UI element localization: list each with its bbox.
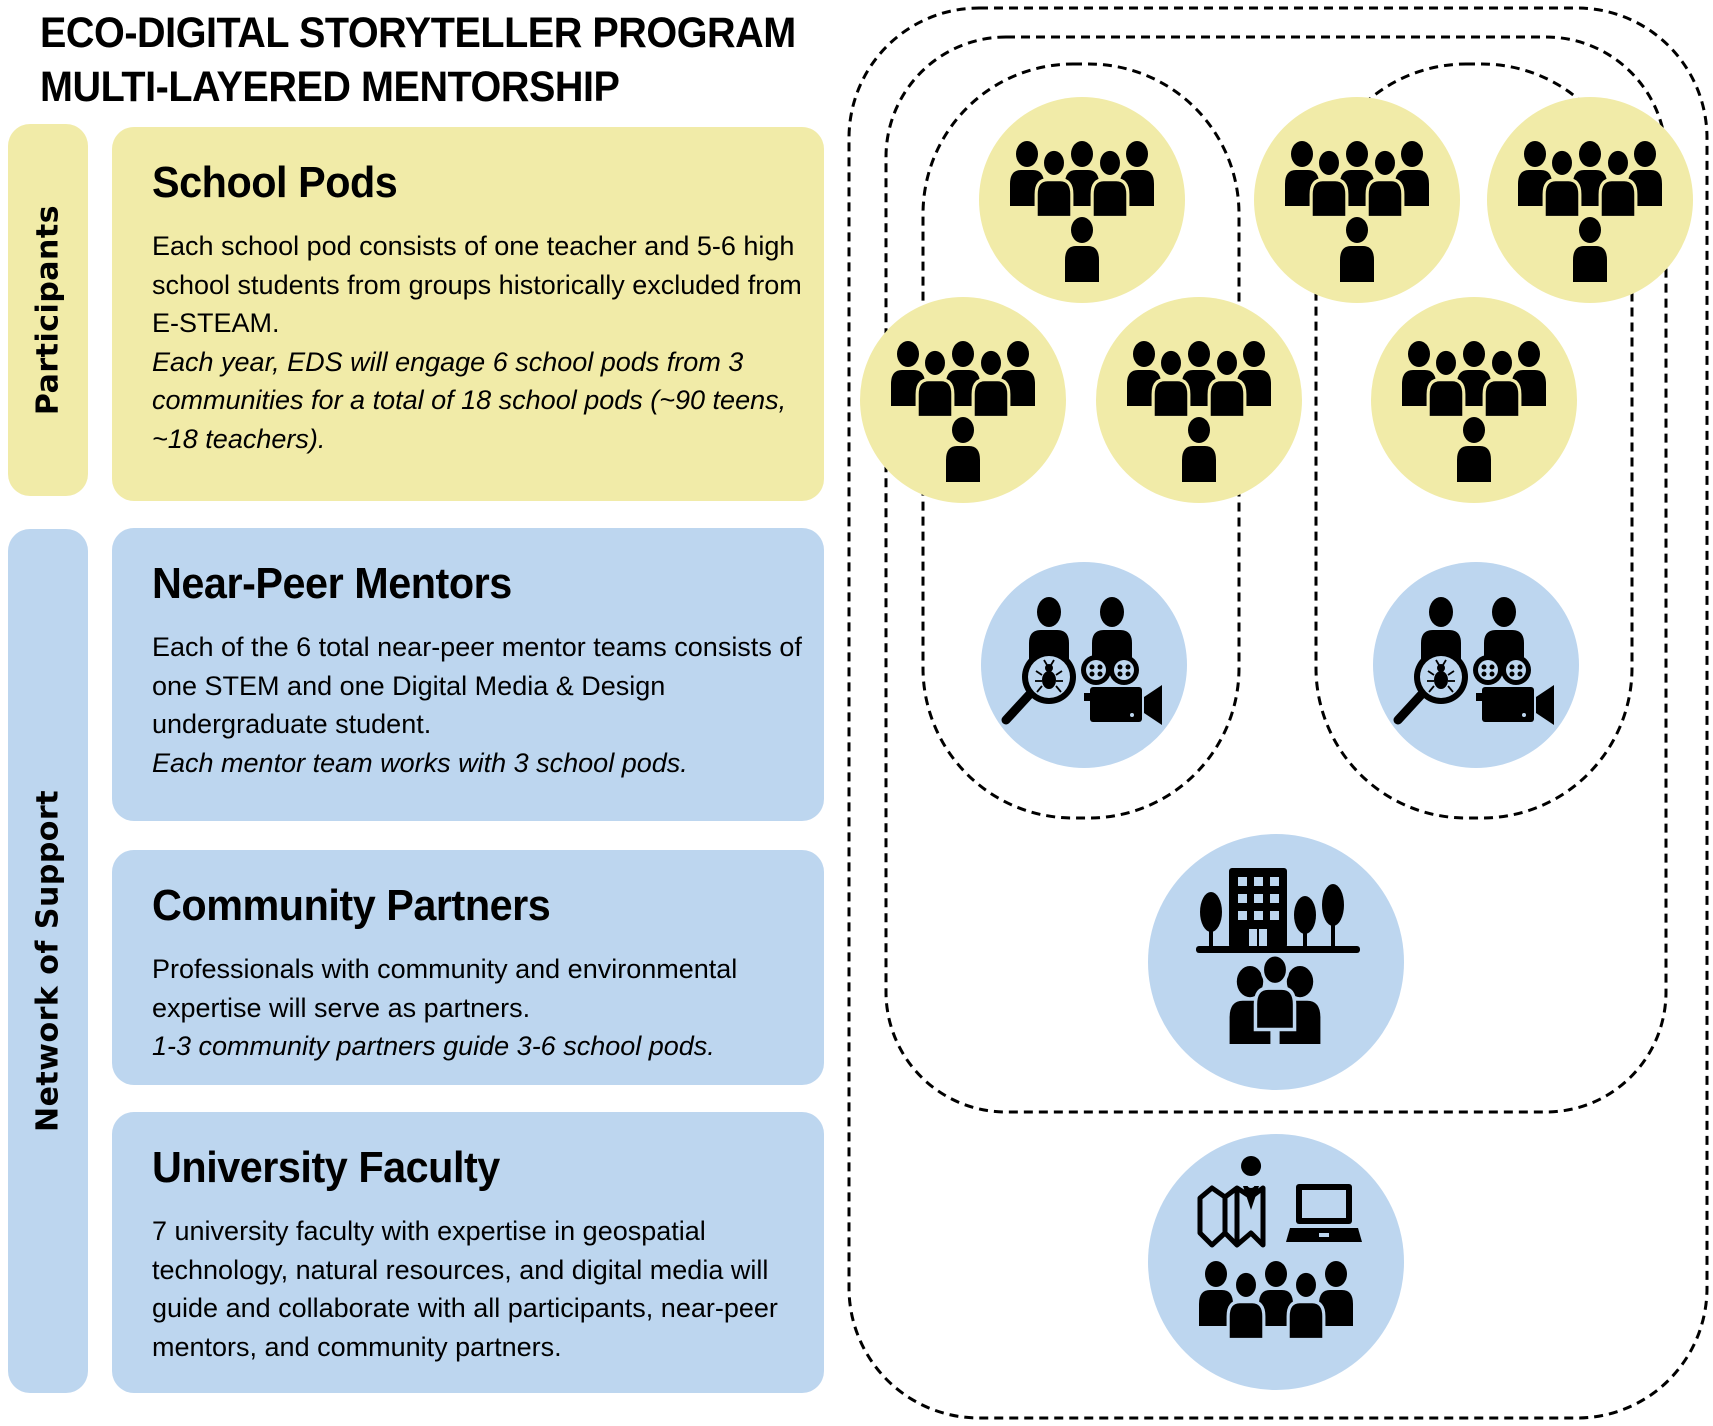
school-pods-heading: School Pods (152, 158, 398, 207)
community-partners-card: Community Partners Professionals with co… (112, 850, 824, 1085)
school-pod-node (860, 297, 1066, 503)
magnifier-bug-icon (1393, 650, 1468, 725)
magnifier-bug-icon (1001, 650, 1076, 725)
support-side-label: Network of Support (8, 529, 88, 1393)
community-partners-emphasis: 1-3 community partners guide 3-6 school … (152, 1031, 715, 1061)
university-faculty-heading: University Faculty (152, 1143, 500, 1192)
university-faculty-card: University Faculty 7 university faculty … (112, 1112, 824, 1393)
school-pod-node (1254, 97, 1460, 303)
mentor-team-right-outline (1314, 62, 1634, 820)
school-pod-node (1096, 297, 1302, 503)
page-title: ECO-DIGITAL STORYTELLER PROGRAM MULTI-LA… (40, 6, 796, 114)
mentor-team-left-outline (921, 62, 1241, 820)
near-peer-mentors-card: Near-Peer Mentors Each of the 6 total ne… (112, 528, 824, 821)
school-pod-node (1487, 97, 1693, 303)
community-layer-outline (884, 35, 1668, 1114)
community-partners-node (1148, 834, 1404, 1090)
title-line-1: ECO-DIGITAL STORYTELLER PROGRAM (40, 9, 796, 57)
near-peer-mentors-heading: Near-Peer Mentors (152, 559, 512, 608)
school-pods-body: Each school pod consists of one teacher … (152, 231, 802, 338)
community-partners-heading: Community Partners (152, 881, 551, 930)
laptop-icon (1286, 1184, 1362, 1242)
mentor-team-node (981, 562, 1187, 768)
mentor-team-node (1373, 562, 1579, 768)
school-pods-card: School Pods Each school pod consists of … (112, 127, 824, 501)
near-peer-mentors-emphasis: Each mentor team works with 3 school pod… (152, 747, 688, 778)
school-pod-node (1371, 297, 1577, 503)
title-line-2: MULTI-LAYERED MENTORSHIP (40, 63, 620, 111)
university-faculty-node (1148, 1134, 1404, 1390)
film-camera-icon (1473, 655, 1554, 725)
film-camera-icon (1081, 655, 1162, 725)
building-trees-icon (1196, 868, 1360, 953)
location-pin (1241, 1156, 1262, 1210)
near-peer-mentors-body: Each of the 6 total near-peer mentor tea… (152, 632, 802, 739)
participants-side-label: Participants (8, 124, 88, 496)
university-faculty-body: 7 university faculty with expertise in g… (152, 1216, 778, 1362)
faculty-layer-outline (847, 6, 1709, 1420)
map-pin-icon (1197, 1185, 1266, 1248)
school-pods-emphasis: Each year, EDS will engage 6 school pods… (152, 346, 787, 454)
school-pod-node (979, 97, 1185, 303)
community-partners-body: Professionals with community and environ… (152, 954, 738, 1023)
